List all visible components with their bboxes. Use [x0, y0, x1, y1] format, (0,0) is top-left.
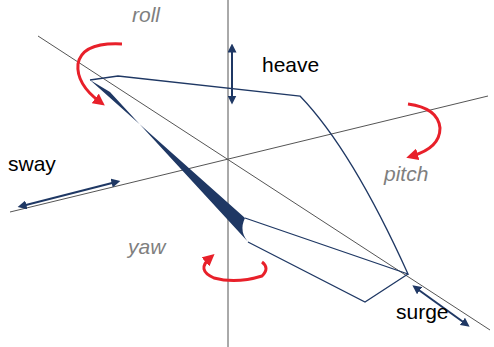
hull-bottom [248, 242, 408, 302]
roll-axis [38, 36, 490, 330]
pitch-label: pitch [384, 163, 428, 184]
heave-arrow [231, 48, 233, 100]
yaw-arrow [204, 258, 266, 281]
pitch-axis [10, 96, 488, 212]
sway-label: sway [8, 153, 56, 174]
pitch-arrow [408, 104, 440, 156]
hull-side [90, 80, 250, 244]
yaw-label: yaw [128, 236, 165, 257]
heave-label: heave [262, 54, 319, 75]
roll-arrow [78, 44, 122, 102]
roll-label: roll [132, 4, 160, 25]
yaw-axis [228, 0, 229, 347]
surge-label: surge [396, 301, 449, 322]
sway-arrow [22, 182, 116, 206]
deck-outline [90, 76, 408, 274]
